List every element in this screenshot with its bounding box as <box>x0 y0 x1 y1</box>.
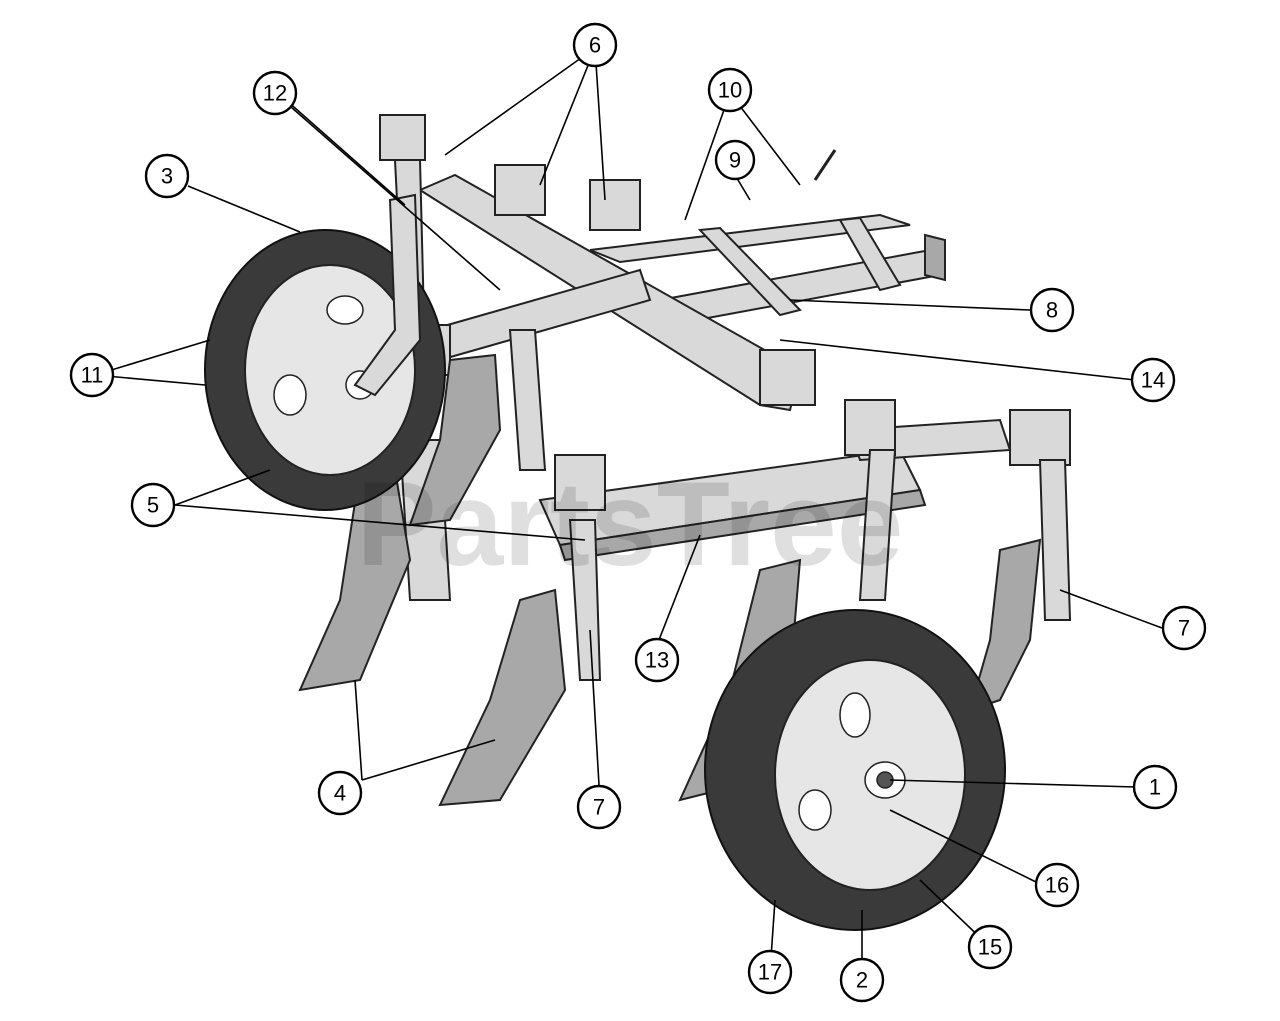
callout-2-label: 2 <box>856 968 868 993</box>
callout-10-label: 10 <box>718 78 742 103</box>
callout-7-right: 7 <box>1161 605 1207 651</box>
callout-8-label: 8 <box>1046 298 1058 323</box>
callout-14-label: 14 <box>1141 368 1165 393</box>
callout-6-label: 6 <box>589 33 601 58</box>
callout-16-label: 16 <box>1045 873 1069 898</box>
callout-17: 17 <box>747 949 793 995</box>
callout-16: 16 <box>1034 862 1080 908</box>
callout-3: 3 <box>144 153 190 199</box>
callout-4: 4 <box>317 770 363 816</box>
callout-12: 12 <box>252 70 298 116</box>
right-gauge-wheel <box>704 609 1006 931</box>
callout-7-center-label: 7 <box>593 795 605 820</box>
callout-7-right-label: 7 <box>1178 616 1190 641</box>
callout-3-label: 3 <box>161 164 173 189</box>
leader-lines <box>94 47 1163 973</box>
callout-4-label: 4 <box>334 781 346 806</box>
callout-1: 1 <box>1132 764 1178 810</box>
callout-14: 14 <box>1130 357 1176 403</box>
callout-11-label: 11 <box>81 363 104 388</box>
left-gauge-wheel <box>204 193 446 511</box>
callout-9-label: 9 <box>729 148 741 173</box>
callout-17-label: 17 <box>758 960 782 985</box>
callout-11: 11 <box>69 352 115 398</box>
callout-1-label: 1 <box>1149 775 1161 800</box>
callout-15-label: 15 <box>978 935 1002 960</box>
callout-13-label: 13 <box>645 648 669 673</box>
cultivator-illustration <box>204 114 1072 931</box>
callout-6: 6 <box>572 22 618 68</box>
callout-5: 5 <box>130 482 176 528</box>
watermark: PartsTree <box>356 457 903 591</box>
rear-frame <box>589 149 946 327</box>
callout-8: 8 <box>1029 287 1075 333</box>
callout-13: 13 <box>634 637 680 683</box>
callout-5-label: 5 <box>147 493 159 518</box>
callout-12-label: 12 <box>263 81 287 106</box>
callout-15: 15 <box>967 924 1013 970</box>
callout-2: 2 <box>839 957 885 1003</box>
callout-7-center: 7 <box>576 784 622 830</box>
callout-10: 10 <box>707 67 753 113</box>
callout-9: 9 <box>714 139 756 181</box>
